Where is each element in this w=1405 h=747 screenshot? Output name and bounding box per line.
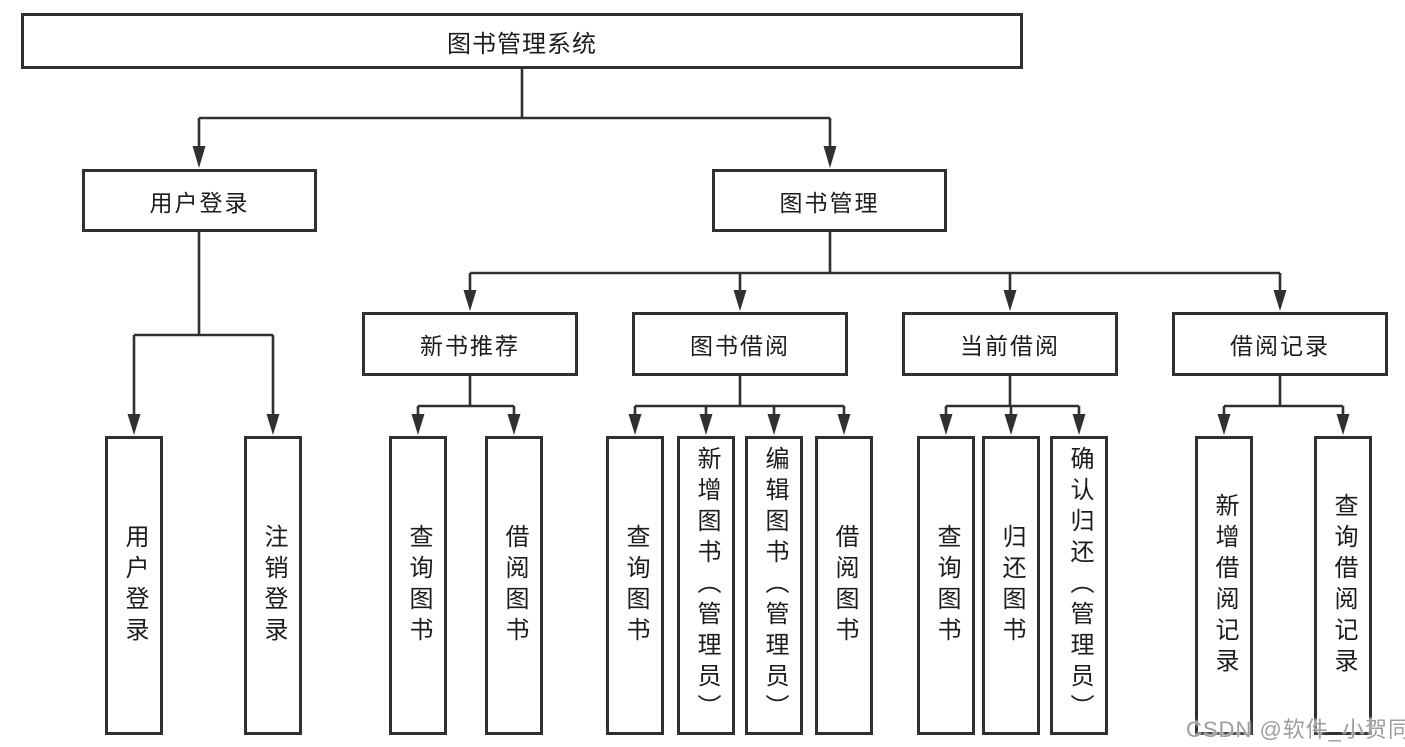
leaf-recommend-query-books: 查询图书 xyxy=(389,436,447,735)
node-new-book-recommendation-label: 新书推荐 xyxy=(420,333,520,359)
leaf-current-return-books: 归还图书 xyxy=(982,436,1040,735)
leaf-current-query-books: 查询图书 xyxy=(917,436,975,735)
leaf-user-login-label: 用户登录 xyxy=(121,523,148,648)
node-borrowing-records-label: 借阅记录 xyxy=(1230,333,1330,359)
leaf-recommend-query-books-label: 查询图书 xyxy=(405,523,432,648)
leaf-borrow-edit-books-admin-label: 编辑图书（管理员） xyxy=(761,446,788,725)
leaf-records-add-record-label: 新增借阅记录 xyxy=(1211,492,1238,679)
leaf-logout-login-label: 注销登录 xyxy=(260,523,287,648)
leaf-records-add-record: 新增借阅记录 xyxy=(1195,436,1253,735)
leaf-current-return-books-label: 归还图书 xyxy=(998,523,1025,648)
leaf-current-confirm-return-admin: 确认归还（管理员） xyxy=(1050,436,1108,735)
leaf-user-login: 用户登录 xyxy=(105,436,163,735)
leaf-recommend-borrow-books: 借阅图书 xyxy=(485,436,543,735)
node-new-book-recommendation: 新书推荐 xyxy=(362,312,578,376)
leaf-borrow-edit-books-admin: 编辑图书（管理员） xyxy=(745,436,803,735)
node-root: 图书管理系统 xyxy=(21,13,1023,69)
node-book-borrowing-label: 图书借阅 xyxy=(690,333,790,359)
leaf-records-query-record-label: 查询借阅记录 xyxy=(1330,492,1357,679)
node-user-login-label: 用户登录 xyxy=(149,189,250,216)
watermark-csdn: CSDN @软件_小贺同学 xyxy=(1186,717,1405,742)
node-book-management: 图书管理 xyxy=(712,169,947,232)
leaf-records-query-record: 查询借阅记录 xyxy=(1314,436,1372,735)
node-borrowing-records: 借阅记录 xyxy=(1172,312,1388,376)
leaf-current-query-books-label: 查询图书 xyxy=(933,523,960,648)
leaf-logout-login: 注销登录 xyxy=(244,436,302,735)
node-current-borrowing: 当前借阅 xyxy=(902,312,1118,376)
node-root-label: 图书管理系统 xyxy=(447,30,597,58)
node-current-borrowing-label: 当前借阅 xyxy=(960,333,1060,359)
leaf-current-confirm-return-admin-label: 确认归还（管理员） xyxy=(1066,446,1093,725)
leaf-borrow-add-books-admin-label: 新增图书（管理员） xyxy=(693,446,720,725)
leaf-borrow-borrow-books-label: 借阅图书 xyxy=(831,523,858,648)
node-user-login: 用户登录 xyxy=(82,169,317,232)
leaf-recommend-borrow-books-label: 借阅图书 xyxy=(501,523,528,648)
node-book-management-label: 图书管理 xyxy=(779,189,880,216)
leaf-borrow-add-books-admin: 新增图书（管理员） xyxy=(677,436,735,735)
leaf-borrow-query-books-label: 查询图书 xyxy=(622,523,649,648)
leaf-borrow-borrow-books: 借阅图书 xyxy=(815,436,873,735)
leaf-borrow-query-books: 查询图书 xyxy=(606,436,664,735)
node-book-borrowing: 图书借阅 xyxy=(632,312,848,376)
